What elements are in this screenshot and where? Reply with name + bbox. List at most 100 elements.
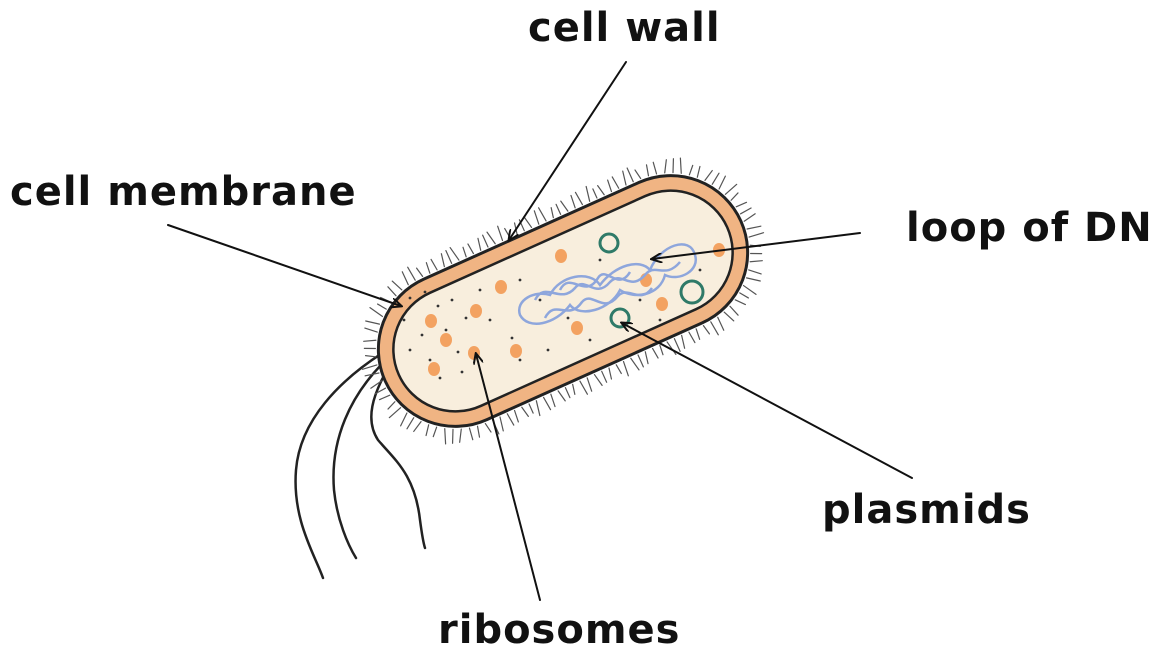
- label-ribosomes: ribosomes: [438, 610, 680, 650]
- pilus: [425, 263, 431, 273]
- pilus: [747, 223, 761, 231]
- bacterium: [331, 128, 794, 474]
- cytoplasm-dot: [421, 334, 424, 337]
- pilus: [483, 235, 488, 247]
- ribosome: [425, 314, 437, 328]
- pilus: [417, 267, 423, 277]
- pilus: [558, 390, 565, 402]
- pilus: [740, 291, 749, 301]
- pilus: [607, 180, 613, 191]
- label-cell-membrane: cell membrane: [10, 172, 357, 212]
- pilus: [747, 273, 761, 285]
- pilus: [462, 247, 467, 257]
- pilus: [724, 184, 739, 194]
- pilus: [695, 329, 701, 339]
- pilus: [475, 426, 482, 437]
- pilus: [550, 394, 556, 406]
- pilus: [620, 171, 628, 185]
- pilus: [575, 192, 582, 205]
- pilus: [584, 186, 593, 201]
- pilus: [468, 428, 474, 440]
- pilus: [570, 195, 576, 207]
- pilus: [387, 408, 402, 418]
- pilus: [365, 370, 379, 378]
- pointer-cell-membrane: [168, 225, 401, 306]
- pilus: [643, 352, 650, 364]
- cytoplasm-dot: [519, 359, 522, 362]
- pilus: [703, 171, 715, 181]
- cytoplasm-dot: [451, 299, 454, 302]
- pilus: [744, 282, 756, 297]
- pilus: [743, 214, 756, 221]
- pilus: [635, 169, 641, 179]
- pilus: [544, 397, 551, 410]
- cytoplasm-dot: [439, 377, 442, 380]
- pilus: [594, 374, 602, 387]
- cytoplasm-dot: [409, 349, 412, 352]
- pilus: [565, 388, 570, 398]
- pilus: [602, 371, 607, 382]
- cytoplasm-dot: [547, 349, 550, 352]
- pilus: [507, 413, 513, 425]
- pilus: [612, 176, 618, 188]
- ribosome: [428, 362, 440, 376]
- pilus: [703, 325, 709, 335]
- cytoplasm-dot: [511, 337, 514, 340]
- pilus: [513, 410, 519, 421]
- ribosome: [656, 297, 668, 311]
- pilus: [431, 259, 437, 270]
- cytoplasm-dot: [489, 319, 492, 322]
- pilus: [450, 246, 459, 261]
- pilus: [439, 254, 447, 267]
- pilus: [549, 208, 555, 218]
- cytoplasm-dot: [465, 317, 468, 320]
- ribosome: [571, 321, 583, 335]
- cytoplasm-dot: [699, 269, 702, 272]
- pilus: [749, 231, 763, 239]
- pilus: [675, 158, 686, 173]
- pilus: [364, 337, 376, 345]
- ribosome: [440, 333, 452, 347]
- pilus: [735, 297, 745, 308]
- pilus: [408, 267, 416, 281]
- pilus: [534, 401, 543, 416]
- pilus: [402, 272, 408, 285]
- pilus: [631, 357, 639, 371]
- cytoplasm-dot: [429, 359, 432, 362]
- pilus: [622, 362, 629, 376]
- cytoplasm-dot: [639, 299, 642, 302]
- ribosome: [510, 344, 522, 358]
- ribosome: [470, 304, 482, 318]
- pilus: [386, 402, 396, 409]
- pilus: [430, 427, 439, 436]
- pilus: [751, 249, 762, 257]
- flagellum: [296, 352, 384, 578]
- pilus: [370, 304, 382, 319]
- cytoplasm-dot: [424, 291, 427, 294]
- pilus: [586, 378, 593, 391]
- pilus: [539, 207, 546, 221]
- pilus: [364, 344, 375, 352]
- cytoplasm-dot: [457, 351, 460, 354]
- pilus: [750, 257, 762, 265]
- pilus: [496, 226, 503, 240]
- pointer-plasmids: [622, 323, 912, 478]
- ribosome: [468, 346, 480, 360]
- label-plasmids: plasmids: [822, 490, 1031, 530]
- pilus: [468, 244, 474, 254]
- cytoplasm-dot: [437, 305, 440, 308]
- pilus: [522, 406, 529, 417]
- pilus: [715, 176, 729, 189]
- pilus: [736, 202, 746, 207]
- ribosome: [555, 249, 567, 263]
- pilus: [487, 231, 495, 245]
- pilus: [556, 204, 561, 214]
- cytoplasm-dot: [403, 319, 406, 322]
- pilus: [749, 266, 761, 278]
- pilus: [397, 413, 411, 426]
- ribosome: [495, 280, 507, 294]
- cytoplasm-dot: [519, 279, 522, 282]
- cytoplasm-dot: [461, 371, 464, 374]
- pilus: [694, 166, 704, 177]
